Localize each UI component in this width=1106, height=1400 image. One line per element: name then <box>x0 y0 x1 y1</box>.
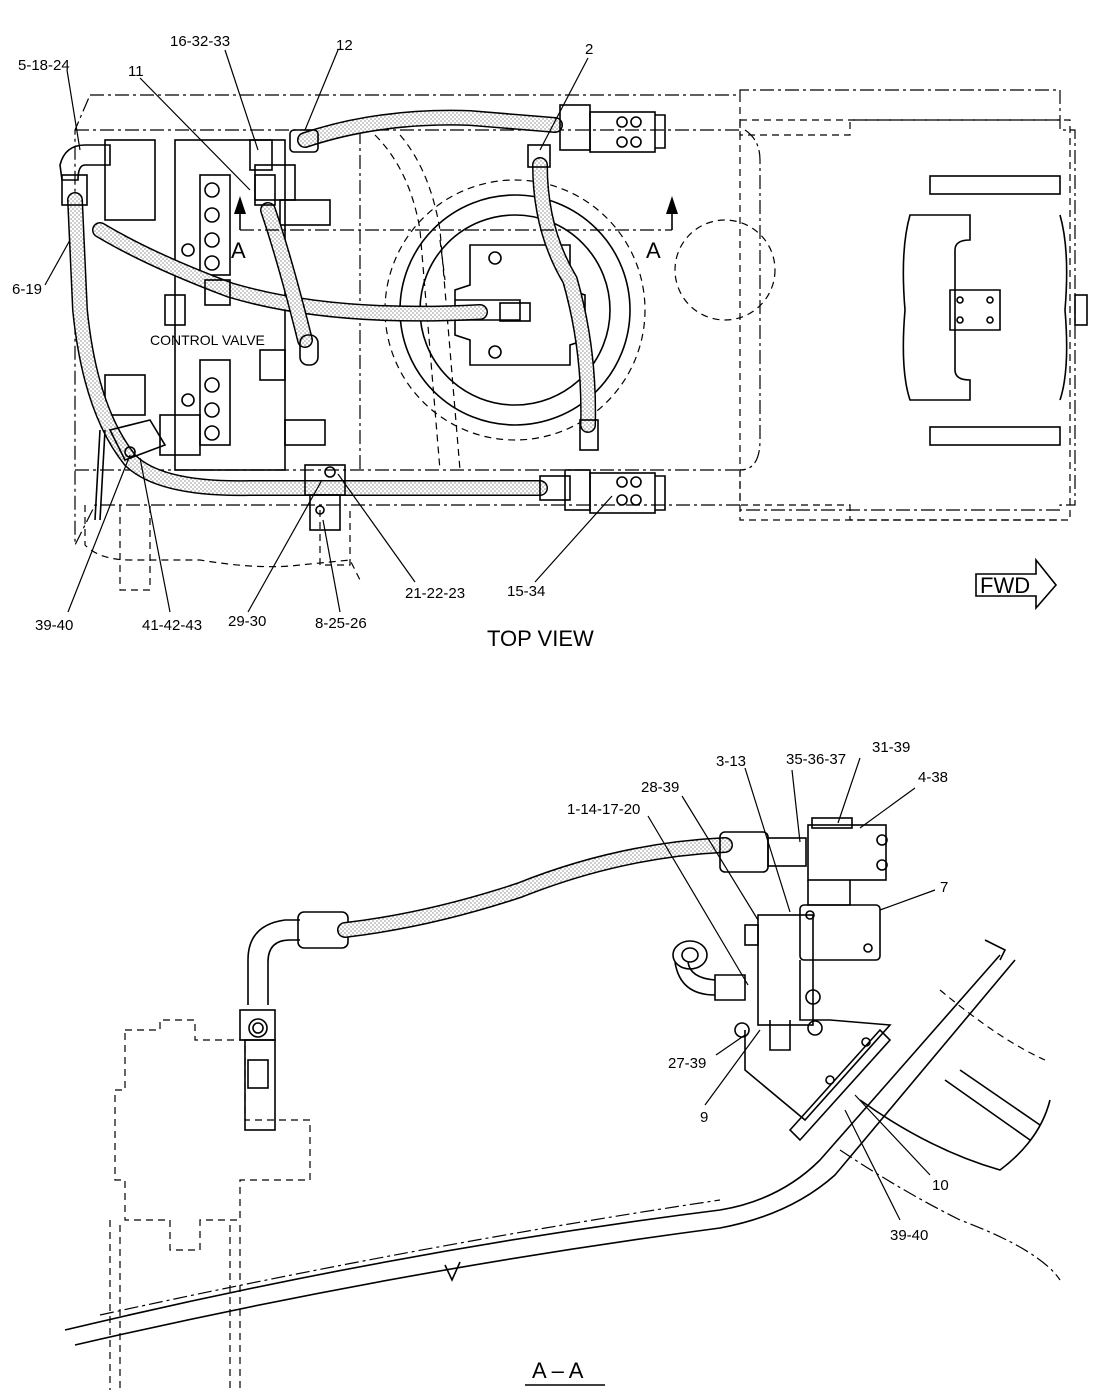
callout-16-32-33: 16-32-33 <box>170 33 230 50</box>
solenoid-valve-bottom <box>564 469 666 514</box>
callout-31-39: 31-39 <box>872 739 910 756</box>
callout-27-39: 27-39 <box>668 1055 706 1072</box>
callout-28-39: 28-39 <box>641 779 679 796</box>
callout-7: 7 <box>940 879 948 896</box>
hoses-top-view <box>67 109 597 497</box>
top-view-title: TOP VIEW <box>487 626 594 651</box>
callout-29-30: 29-30 <box>228 613 266 630</box>
callout-35-36-37: 35-36-37 <box>786 751 846 768</box>
callout-41-42-43: 41-42-43 <box>142 617 202 634</box>
section-mark-left: A <box>231 238 246 263</box>
callout-5-18-24: 5-18-24 <box>18 57 70 74</box>
callout-3-13: 3-13 <box>716 753 746 770</box>
leader-lines-section <box>647 757 936 1221</box>
top-view-drawing <box>59 89 1088 611</box>
callout-12: 12 <box>336 37 353 54</box>
callout-8-25-26: 8-25-26 <box>315 615 367 632</box>
control-valve-label: CONTROL VALVE <box>150 332 265 348</box>
callout-6-19: 6-19 <box>12 281 42 298</box>
callout-10: 10 <box>932 1177 949 1194</box>
callout-11: 11 <box>128 63 144 80</box>
valve-assembly <box>672 817 892 1142</box>
leader-lines-top <box>44 49 613 613</box>
callout-2: 2 <box>585 41 593 58</box>
callouts-top: 5-18-24 16-32-33 11 12 2 6-19 39-40 41-4… <box>12 33 1030 651</box>
fwd-label: FWD <box>980 573 1030 598</box>
section-view-title: A – A <box>532 1358 584 1383</box>
callout-1-14-17-20: 1-14-17-20 <box>567 801 640 818</box>
callout-15-34: 15-34 <box>507 583 545 600</box>
solenoid-valve-top <box>559 104 666 153</box>
callout-4-38: 4-38 <box>918 769 948 786</box>
callout-9: 9 <box>700 1109 708 1126</box>
callouts-section: 3-13 35-36-37 31-39 4-38 28-39 1-14-17-2… <box>525 739 949 1386</box>
fwd-arrow-icon <box>975 557 1058 611</box>
callout-39-40: 39-40 <box>35 617 73 634</box>
callout-39-40-section: 39-40 <box>890 1227 928 1244</box>
callout-21-22-23: 21-22-23 <box>405 585 465 602</box>
section-mark-right: A <box>646 238 661 263</box>
section-view-drawing <box>64 817 1061 1390</box>
